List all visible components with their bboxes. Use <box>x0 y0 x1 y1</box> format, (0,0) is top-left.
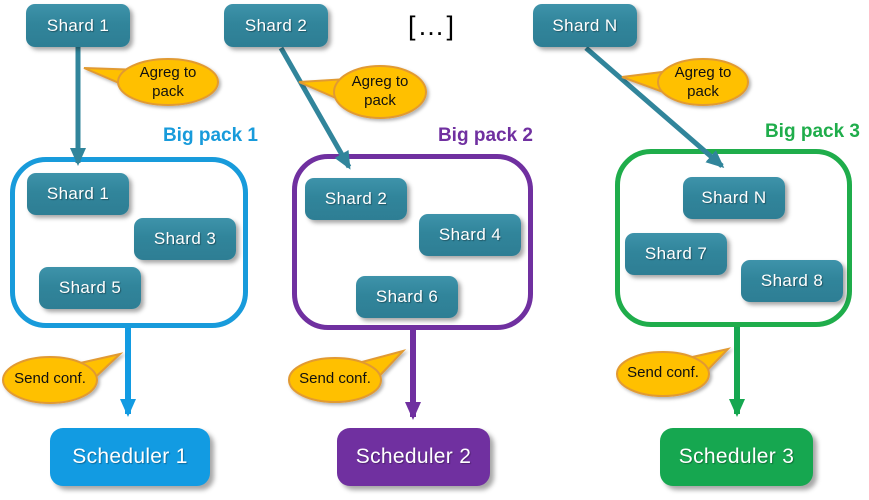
callout-send-3-text: Send conf. <box>627 364 699 381</box>
scheduler-2-box: Scheduler 2 <box>337 428 490 486</box>
callout-agreg-3-balloon-icon <box>621 58 749 106</box>
pack1-shard-5: Shard 5 <box>39 267 141 309</box>
big-pack-3-container <box>615 149 852 327</box>
callout-agreg-2-balloon-icon <box>298 65 427 119</box>
pack2-shard-6: Shard 6 <box>356 276 458 318</box>
source-shard-n: Shard N <box>533 4 637 47</box>
source-shard-2: Shard 2 <box>224 4 328 47</box>
source-shard-n-label: Shard N <box>552 15 618 35</box>
callout-send-2-balloon-icon <box>288 349 407 403</box>
pack1-shard-1: Shard 1 <box>27 173 129 215</box>
arrow-shard2-to-pack2-icon <box>278 46 352 170</box>
ellipsis-more-shards: […] <box>408 11 457 41</box>
source-shard-1: Shard 1 <box>26 4 130 47</box>
source-shard-2-label: Shard 2 <box>244 15 308 35</box>
scheduler-1-box: Scheduler 1 <box>50 428 210 486</box>
pack2-shard-2: Shard 2 <box>305 178 407 220</box>
pack1-shard-3: Shard 3 <box>134 218 236 260</box>
callout-agreg-3-text: Agreg to pack <box>674 64 732 100</box>
pack3-title: Big pack 3 <box>764 121 860 142</box>
pack2-shard-4: Shard 4 <box>419 214 521 256</box>
callout-send-2-text: Send conf. <box>299 370 371 387</box>
source-shard-1-label: Shard 1 <box>46 15 110 35</box>
callout-agreg-1-balloon-icon <box>83 58 219 106</box>
callout-send-1-text: Send conf. <box>14 370 86 387</box>
pack2-title: Big pack 2 <box>437 125 533 146</box>
pack3-shard-7: Shard 7 <box>625 233 727 275</box>
pack1-title: Big pack 1 <box>162 125 258 146</box>
callout-agreg-2-text: Agreg to pack <box>351 73 409 109</box>
callout-send-1-balloon-icon <box>2 352 124 404</box>
scheduler-3-box: Scheduler 3 <box>660 428 813 486</box>
pack3-shard-n: Shard N <box>683 177 785 219</box>
pack3-shard-8: Shard 8 <box>741 260 843 302</box>
big-pack-1-container <box>10 157 248 328</box>
callout-send-3-balloon-icon <box>616 347 732 397</box>
big-pack-2-container <box>292 154 533 330</box>
arrow-shardN-to-pack3-icon <box>584 46 725 168</box>
callout-agreg-1-text: Agreg to pack <box>139 64 197 100</box>
